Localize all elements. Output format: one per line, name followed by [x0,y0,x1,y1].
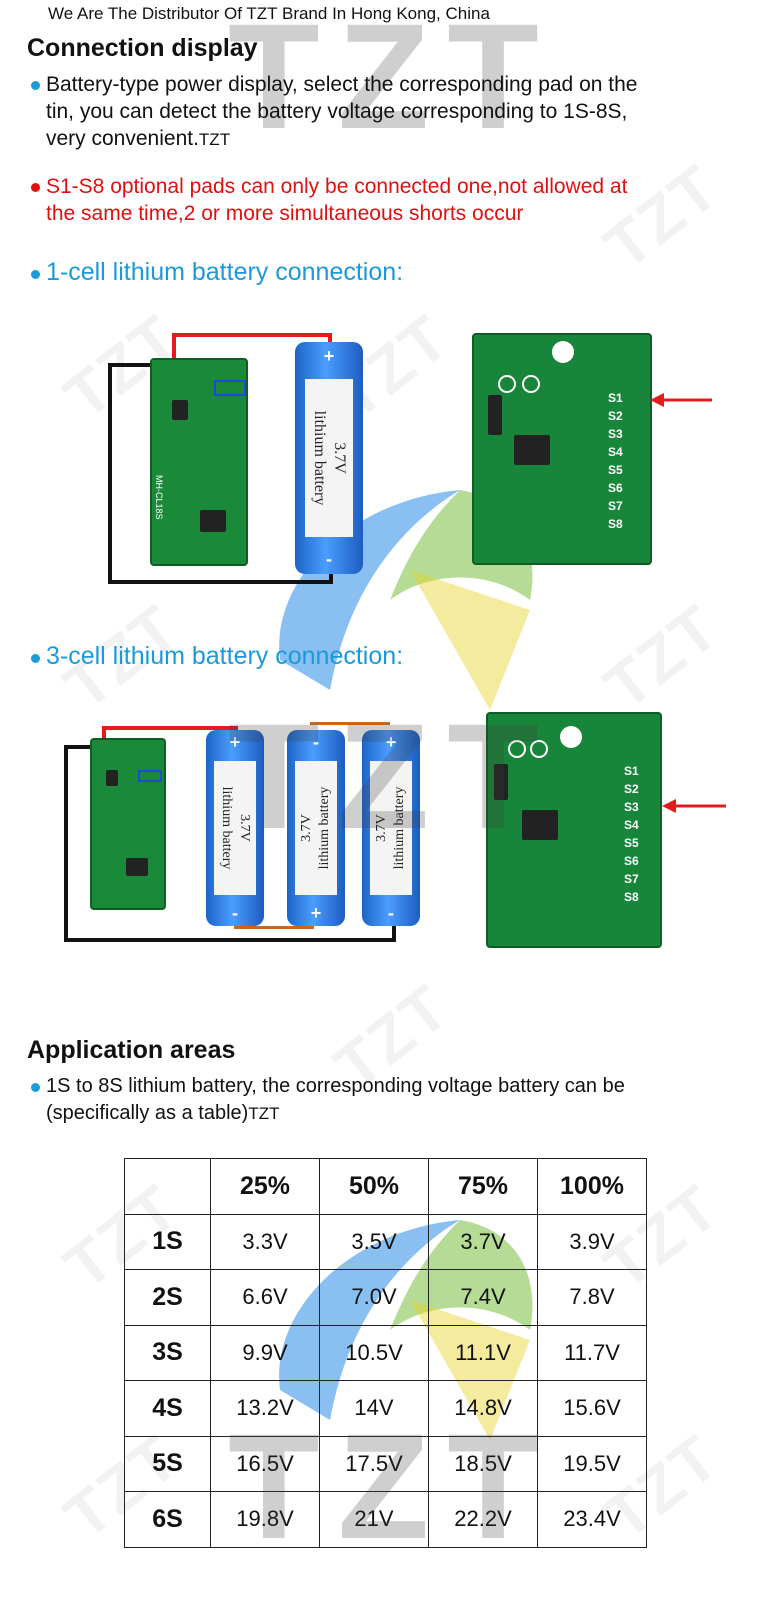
bullet-dot [31,270,40,279]
watermark-text: TZT [590,590,733,724]
table-cell: 19.8V [210,1491,320,1548]
table-header-cell: 25% [210,1158,320,1215]
table-cell: 11.7V [537,1324,647,1381]
application-description: 1S to 8S lithium battery, the correspond… [46,1075,625,1124]
table-row: 3S 9.9V 10.5V 11.1V 11.7V [124,1324,647,1381]
section-title-application: Application areas [27,1036,236,1064]
table-cell: 14.8V [428,1380,538,1437]
row-label: 1S [124,1213,211,1270]
bullet-dot [31,654,40,663]
warning-text: S1-S8 optional pads can only be connecte… [46,175,628,225]
table-cell: 21V [319,1491,429,1548]
pcb-board: MH-CL18S [150,358,248,566]
battery-plus: + [323,346,335,366]
table-cell: 3.7V [428,1213,538,1270]
table-cell: 6.6V [210,1269,320,1326]
table-cell: 15.6V [537,1380,647,1437]
table-cell: 3.9V [537,1213,647,1270]
table-cell: 10.5V [319,1324,429,1381]
row-label: 3S [124,1324,211,1381]
table-cell: 11.1V [428,1324,538,1381]
arrow-left-icon [650,393,712,407]
mount-hole [552,341,574,363]
black-wire [108,580,333,584]
arrow-left-icon [662,799,726,813]
table-row: 2S 6.6V 7.0V 7.4V 7.8V [124,1269,647,1326]
chip [200,510,226,532]
table-header-row: 25% 50% 75% 100% [124,1158,647,1215]
table-cell: 17.5V [319,1435,429,1492]
bridge-wire [310,722,390,725]
table-cell: 13.2V [210,1380,320,1437]
red-wire [172,333,332,337]
voltage-table: 25% 50% 75% 100% 1S 3.3V 3.5V 3.7V 3.9V … [124,1158,647,1548]
black-wire [64,745,96,749]
table-cell: 7.0V [319,1269,429,1326]
table-header-cell: 50% [319,1158,429,1215]
bullet-dot [31,81,40,90]
distributor-note: We Are The Distributor Of TZT Brand In H… [48,4,490,23]
pcb-model-label: MH-CL18S [154,475,164,520]
pcb-closeup: S1 S2 S3 S4 S5 S6 S7 S8 [486,712,662,948]
pad-highlight [214,380,246,396]
row-label: 4S [124,1380,211,1437]
battery-minus: - [326,549,332,569]
chip [172,400,188,420]
mount-hole [560,726,582,748]
table-cell: 14V [319,1380,429,1437]
table-cell: 7.8V [537,1269,647,1326]
table-cell: 19.5V [537,1435,647,1492]
table-cell: 22.2V [428,1491,538,1548]
table-cell: 7.4V [428,1269,538,1326]
black-wire [108,363,160,367]
table-cell: 3.3V [210,1213,320,1270]
table-row: 1S 3.3V 3.5V 3.7V 3.9V [124,1213,647,1270]
black-wire [108,363,112,583]
table-header-cell: 75% [428,1158,538,1215]
row-label: 2S [124,1269,211,1326]
table-cell: 23.4V [537,1491,647,1548]
table-cell: 18.5V [428,1435,538,1492]
table-row: 6S 19.8V 21V 22.2V 23.4V [124,1491,647,1548]
one-cell-heading: 1-cell lithium battery connection: [46,258,404,286]
row-label: 6S [124,1491,211,1548]
pcb-closeup: S1 S2 S3 S4 S5 S6 S7 S8 [472,333,652,565]
table-header-cell: 100% [537,1158,647,1215]
pad-highlight [138,770,162,782]
red-wire [172,333,176,368]
table-header-cell [124,1158,211,1215]
bullet-dot [31,1083,40,1092]
row-label: 5S [124,1435,211,1492]
table-cell: 16.5V [210,1435,320,1492]
bridge-wire [234,926,314,929]
connection-description: Battery-type power display, select the c… [46,73,638,150]
three-cell-heading: 3-cell lithium battery connection: [46,642,404,670]
red-wire [328,333,332,348]
bullet-dot [31,183,40,192]
table-row: 4S 13.2V 14V 14.8V 15.6V [124,1380,647,1437]
table-cell: 3.5V [319,1213,429,1270]
table-row: 5S 16.5V 17.5V 18.5V 19.5V [124,1435,647,1492]
red-wire [102,726,238,730]
section-title-connection: Connection display [27,34,258,62]
table-cell: 9.9V [210,1324,320,1381]
pcb-board [90,738,166,910]
